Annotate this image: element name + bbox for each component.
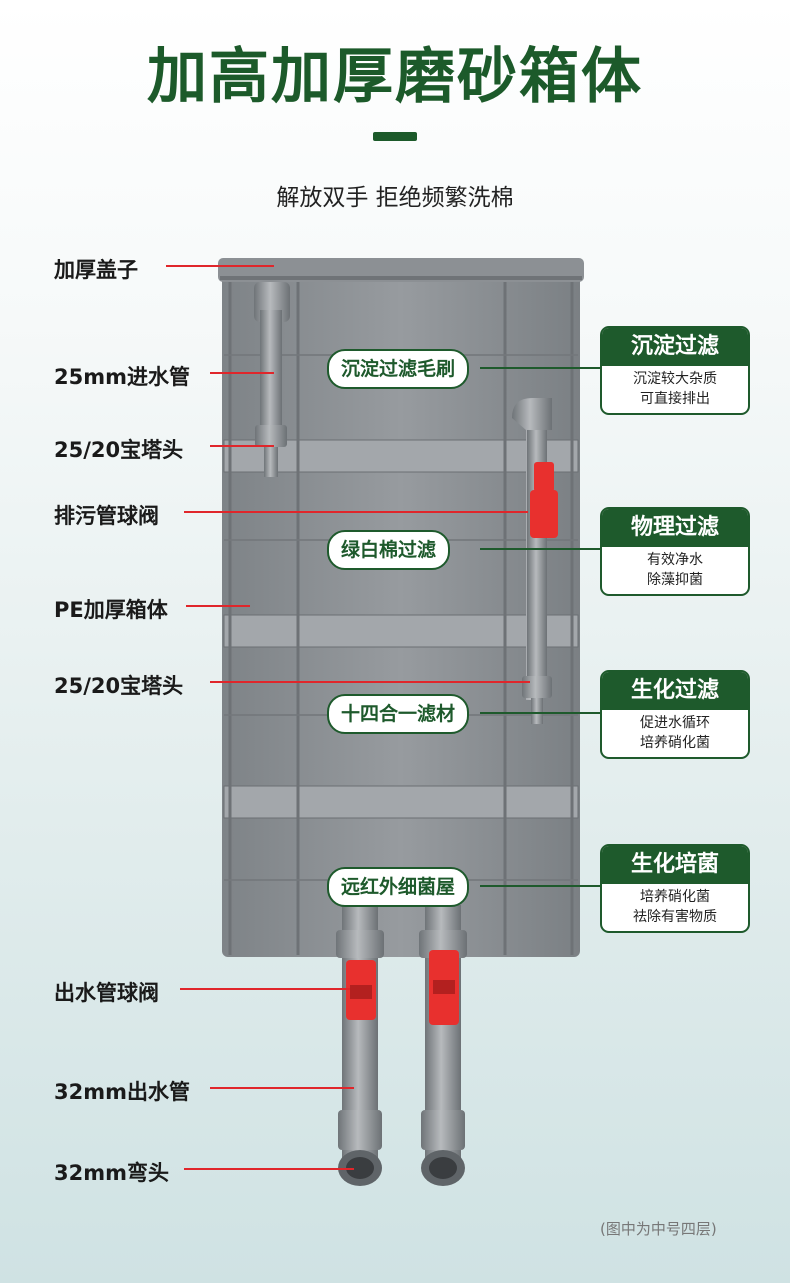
leader-line [210,1087,354,1089]
label-outlet-valve: 出水管球阀 [54,981,159,1005]
card-line: 培养硝化菌 [640,889,710,905]
connector-line [480,548,600,550]
card-title: 生化培菌 [602,846,748,884]
card-biological-filtration: 生化过滤 促进水循环 培养硝化菌 [600,670,750,759]
page-title: 加高加厚磨砂箱体 [147,42,643,112]
title-divider [373,132,417,141]
leader-line [166,265,274,267]
label-pe-box: PE加厚箱体 [54,598,168,622]
inlet-pipe [254,282,290,477]
label-hose-barb-bottom: 25/20宝塔头 [54,674,184,698]
label-outlet-pipe: 32mm出水管 [54,1080,190,1104]
leader-line [180,988,350,990]
card-line: 促进水循环 [640,715,710,731]
pill-green-white-cotton: 绿白棉过滤 [327,530,451,570]
leader-line [184,1168,354,1170]
card-line: 可直接排出 [640,391,710,407]
drain-valve [530,490,558,538]
outlet-pipes [336,905,467,1186]
leader-line [210,681,530,683]
leader-line [184,511,528,513]
filter-box-body [218,258,584,957]
card-line: 有效净水 [647,552,703,568]
card-bacteria-culture: 生化培菌 培养硝化菌 祛除有害物质 [600,844,750,933]
card-line: 沉淀较大杂质 [633,371,717,387]
leader-line [210,372,274,374]
card-sediment-filtration: 沉淀过滤 沉淀较大杂质 可直接排出 [600,326,750,415]
leader-line [186,605,250,607]
page-subtitle: 解放双手 拒绝频繁洗棉 [276,185,514,211]
pill-14-in-1-media: 十四合一滤材 [327,694,470,734]
card-line: 除藻抑菌 [647,572,703,588]
card-physical-filtration: 物理过滤 有效净水 除藻抑菌 [600,507,750,596]
card-title: 物理过滤 [602,509,748,547]
pill-sediment-brush: 沉淀过滤毛刷 [327,349,470,389]
connector-line [480,885,600,887]
label-inlet-pipe: 25mm进水管 [54,365,190,389]
card-line: 培养硝化菌 [640,735,710,751]
size-note: (图中为中号四层) [600,1220,717,1238]
connector-line [480,712,600,714]
label-thick-lid: 加厚盖子 [54,258,138,282]
label-elbow: 32mm弯头 [54,1161,169,1185]
card-title: 生化过滤 [602,672,748,710]
label-drain-valve: 排污管球阀 [54,504,159,528]
connector-line [480,367,600,369]
card-line: 祛除有害物质 [633,909,717,925]
label-hose-barb-top: 25/20宝塔头 [54,438,184,462]
pill-infrared-bacteria-house: 远红外细菌屋 [327,867,470,907]
leader-line [210,445,274,447]
card-title: 沉淀过滤 [602,328,748,366]
